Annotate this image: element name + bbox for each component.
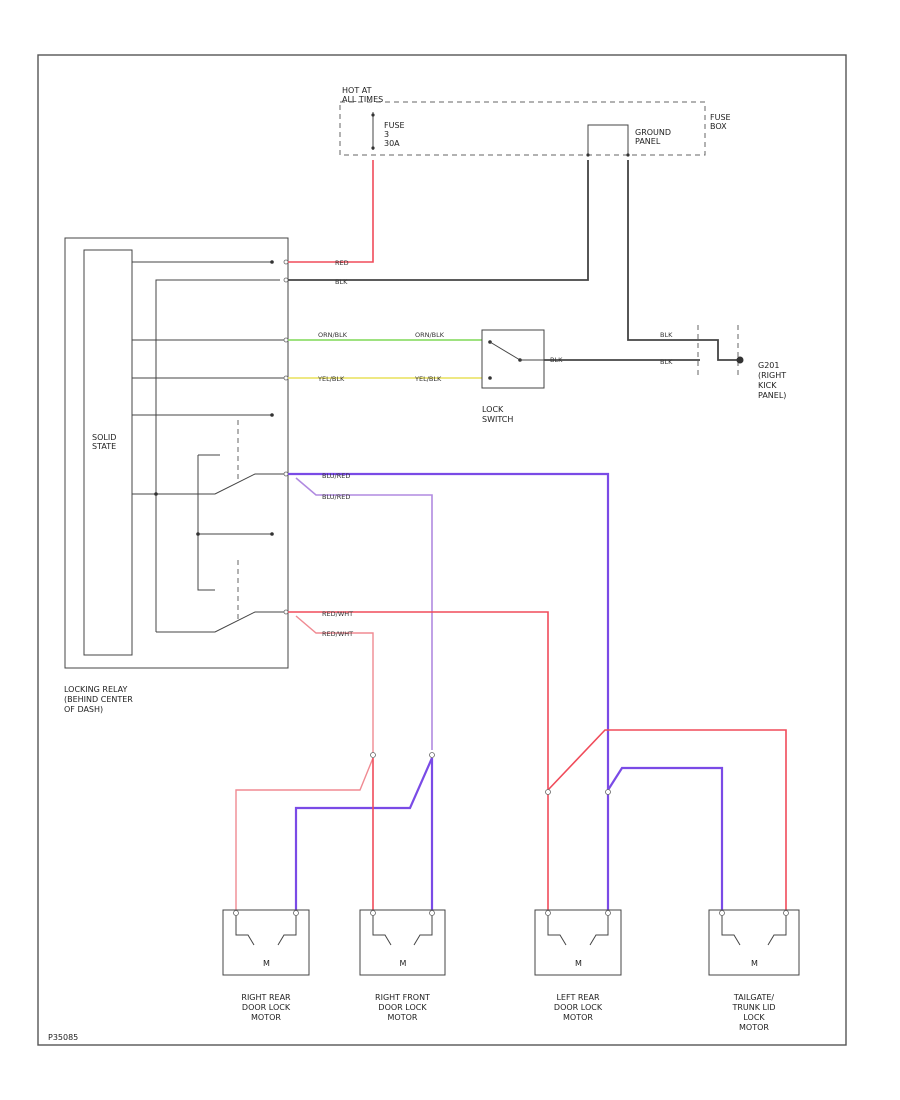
wire-label-orn-blk-a: ORN/BLK xyxy=(318,331,348,339)
unlock-wires-red-wht: RED/WHT RED/WHT xyxy=(235,610,787,912)
wire-label-blu-red-a: BLU/RED xyxy=(322,472,350,480)
wire-label-red: RED xyxy=(335,259,349,267)
motor-symbol: M xyxy=(575,959,582,968)
wire-label-blu-red-b: BLU/RED xyxy=(322,493,350,501)
wire-label-red-wht-b: RED/WHT xyxy=(322,630,353,638)
wire-label-red-wht-a: RED/WHT xyxy=(322,610,353,618)
wire-label-blk: BLK xyxy=(335,278,348,286)
wire-label-blk-4: BLK xyxy=(660,358,673,366)
wire-label-blk-2: BLK xyxy=(660,331,673,339)
wire-label-yel-blk-b: YEL/BLK xyxy=(414,375,442,383)
connectors xyxy=(370,752,611,795)
ground-wire-blk: BLK BLK xyxy=(288,160,700,341)
diagram-frame xyxy=(37,54,847,1046)
motor-symbol: M xyxy=(400,959,407,968)
wire-label-blk-3: BLK xyxy=(550,356,563,364)
lock-switch-wires: ORN/BLK ORN/BLK YEL/BLK YEL/BLK xyxy=(288,331,482,383)
motor-symbol: M xyxy=(751,959,758,968)
lock-wires-blu-red: BLU/RED BLU/RED xyxy=(288,472,724,912)
power-wire-red: RED xyxy=(288,160,374,267)
motor-symbol: M xyxy=(263,959,270,968)
wire-label-orn-blk-b: ORN/BLK xyxy=(415,331,445,339)
wire-label-yel-blk-a: YEL/BLK xyxy=(317,375,345,383)
diagram-code: P35085 xyxy=(48,1033,78,1042)
